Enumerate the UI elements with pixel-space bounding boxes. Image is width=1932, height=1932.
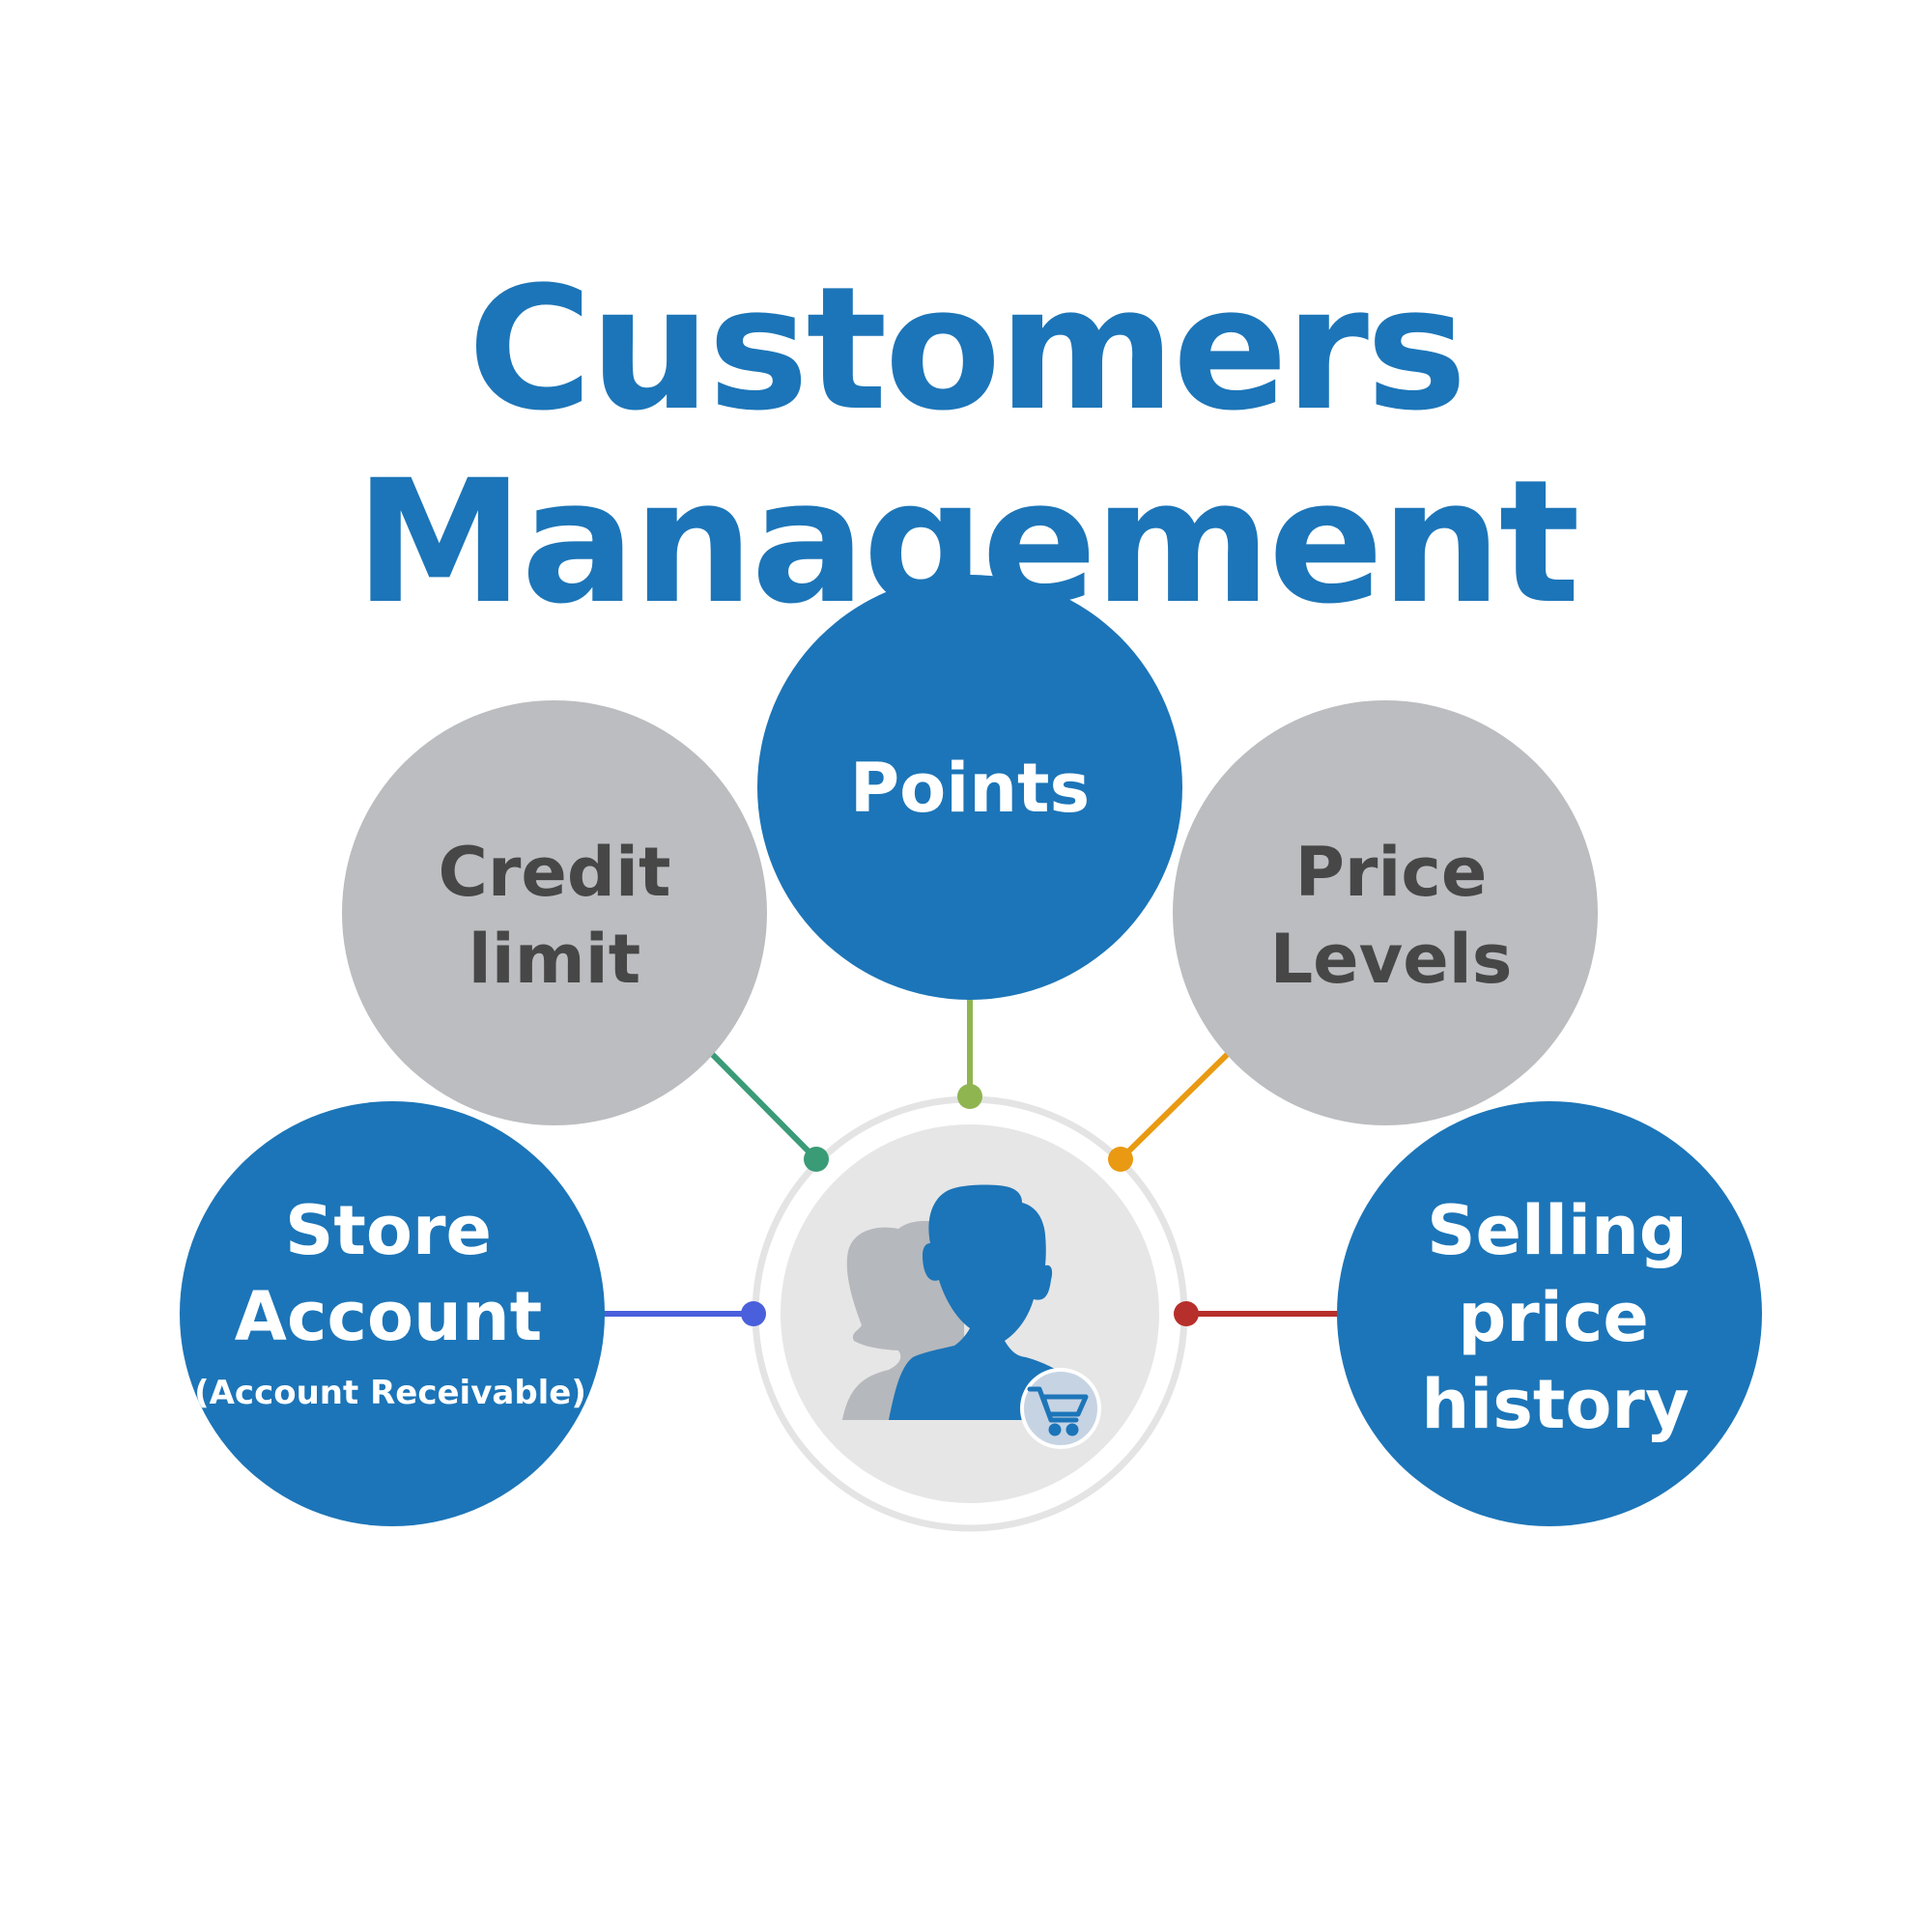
node-selling-price-history-line3: history xyxy=(1421,1365,1689,1444)
node-selling-price-history: Selling price history xyxy=(1337,1101,1762,1526)
node-points: Points xyxy=(757,575,1182,1000)
node-price-levels-line2: Levels xyxy=(1270,920,1513,999)
customer-with-shopping-cart-icon xyxy=(842,1184,1101,1449)
node-credit-limit-line2: limit xyxy=(469,920,640,999)
node-store-account-line2: Account xyxy=(235,1277,542,1356)
node-store-account-circle xyxy=(180,1101,605,1526)
node-price-levels-circle xyxy=(1173,700,1598,1125)
node-points-circle xyxy=(757,575,1182,1000)
node-points-line1: Points xyxy=(850,749,1090,828)
node-store-account-subtitle: (Account Receivable) xyxy=(194,1374,586,1412)
node-selling-price-history-line1: Selling xyxy=(1427,1191,1688,1270)
node-store-account: Store Account (Account Receivable) xyxy=(180,1101,605,1526)
connector-dot-selling-price-history xyxy=(1174,1301,1199,1326)
node-selling-price-history-line2: price xyxy=(1458,1278,1649,1357)
connector-price-levels xyxy=(1118,1050,1232,1162)
node-selling-price-history-circle xyxy=(1337,1101,1762,1526)
connector-dot-credit-limit xyxy=(804,1147,829,1172)
node-price-levels-line1: Price xyxy=(1295,833,1488,912)
front-person-shape xyxy=(889,1184,1067,1420)
node-store-account-line1: Store xyxy=(285,1191,492,1270)
page-title: Customers Management xyxy=(355,250,1580,641)
connector-dot-points xyxy=(957,1084,982,1109)
cart-badge xyxy=(1020,1368,1101,1449)
node-price-levels: Price Levels xyxy=(1173,700,1598,1125)
node-credit-limit-circle xyxy=(342,700,767,1125)
node-credit-limit: Credit limit xyxy=(342,700,767,1125)
connector-dot-price-levels xyxy=(1108,1147,1133,1172)
connector-dot-store-account xyxy=(741,1301,766,1326)
node-credit-limit-line1: Credit xyxy=(439,833,671,912)
connector-credit-limit xyxy=(708,1050,819,1162)
shopping-cart-icon xyxy=(1027,1386,1089,1436)
